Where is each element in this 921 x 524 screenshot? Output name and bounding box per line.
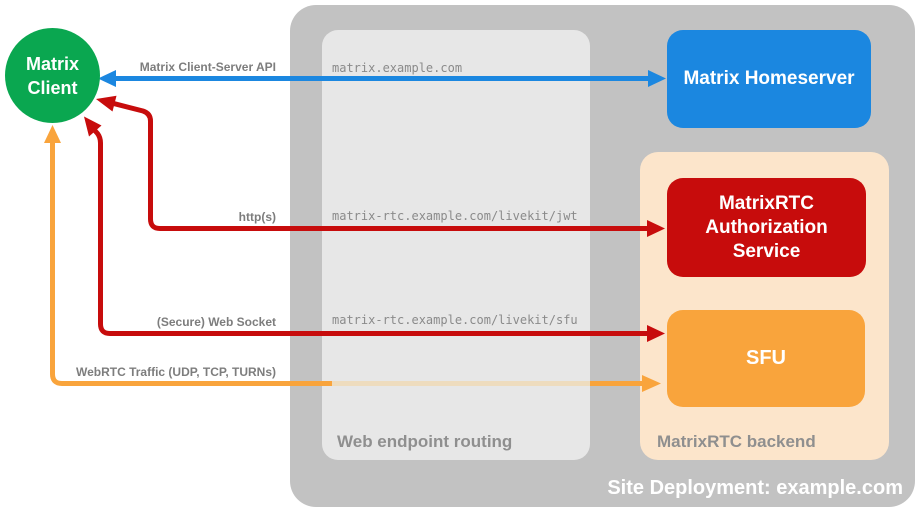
node-matrix-client: Matrix Client (5, 28, 100, 123)
web-socket-arrowhead-client (84, 116, 102, 137)
https-arrowhead-client (96, 95, 117, 112)
webrtc-traffic-label: WebRTC Traffic (UDP, TCP, TURNs) (75, 365, 276, 379)
https-label: http(s) (238, 210, 276, 224)
route-livekit-sfu-url: matrix-rtc.example.com/livekit/sfu (332, 313, 578, 327)
client-server-api-label: Matrix Client-Server API (139, 60, 276, 74)
route-homeserver-url: matrix.example.com (332, 61, 463, 75)
node-matrixrtc-authorization-service: MatrixRTC Authorization Service (667, 178, 866, 277)
web-endpoint-routing-container: Web endpoint routing (322, 30, 590, 460)
node-matrix-homeserver: Matrix Homeserver (667, 30, 871, 128)
route-livekit-jwt-url: matrix-rtc.example.com/livekit/jwt (332, 209, 578, 223)
node-sfu: SFU (667, 310, 865, 407)
web-endpoint-routing-label: Web endpoint routing (337, 432, 513, 451)
matrixrtc-backend-label: MatrixRTC backend (657, 432, 816, 451)
webrtc-traffic-arrowhead-client (44, 125, 61, 143)
site-deployment-label: Site Deployment: example.com (607, 477, 903, 499)
web-socket-label: (Secure) Web Socket (156, 315, 276, 329)
